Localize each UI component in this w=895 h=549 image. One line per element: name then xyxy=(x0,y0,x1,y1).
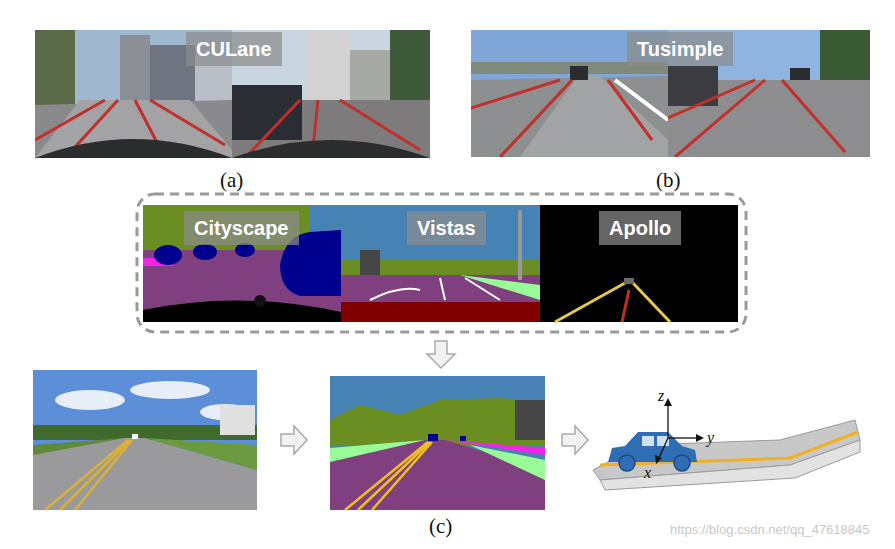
dataset-label-box: Vistas xyxy=(407,211,486,245)
dataset-label-box: Tusimple xyxy=(627,32,733,66)
dataset-name: Vistas xyxy=(417,214,476,242)
axis-label: x xyxy=(644,464,651,482)
dataset-name: Apollo xyxy=(609,214,671,242)
dataset-label-box: Cityscape xyxy=(184,211,299,245)
subfigure-label: (b) xyxy=(656,169,681,192)
subfigure-label: (a) xyxy=(220,169,243,192)
dataset-label-box: Apollo xyxy=(599,211,681,245)
dataset-name: Tusimple xyxy=(637,35,723,63)
dataset-name: Cityscape xyxy=(194,214,289,242)
subfigure-label: (c) xyxy=(429,515,452,538)
dataset-label-box: CULane xyxy=(186,32,282,66)
watermark: https://blog.csdn.net/qq_47618845 xyxy=(670,523,870,537)
axis-label: z xyxy=(658,387,664,405)
dataset-name: CULane xyxy=(196,35,272,63)
axis-label: y xyxy=(707,429,714,447)
